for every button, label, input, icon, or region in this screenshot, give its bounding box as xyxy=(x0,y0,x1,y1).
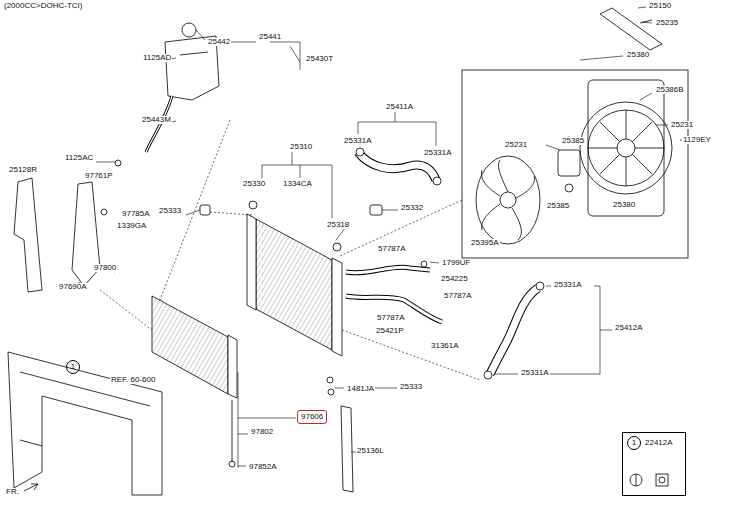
callout-number: 25318 xyxy=(326,221,350,229)
callout-number: FR. xyxy=(5,488,20,496)
callout-number: 97761P xyxy=(84,172,114,180)
callout-number: 31361A xyxy=(430,342,460,350)
callout-number: 1334CA xyxy=(282,180,313,188)
circled-number: 1 xyxy=(627,436,641,450)
callout-number: 1339GA xyxy=(116,222,147,230)
callout-number: 1799UF xyxy=(441,259,471,267)
callout-number: 97690A xyxy=(58,283,88,291)
callout-number: 97785A xyxy=(121,210,151,218)
callout-number: 57787A xyxy=(443,292,473,300)
group-frame xyxy=(462,70,688,258)
callout-number: 57787A xyxy=(376,314,406,322)
callout-number: 25385 xyxy=(561,137,585,145)
callout-number: 25331A xyxy=(553,281,583,289)
callout-number: 25421P xyxy=(375,327,405,335)
callout-number: 57787A xyxy=(377,245,407,253)
callout-number: 25150 xyxy=(648,2,672,10)
note-box: 22412A 1 xyxy=(622,432,686,496)
leader-lines xyxy=(74,7,688,468)
callout-number: 1125AC xyxy=(64,154,94,162)
callout-number: 25310 xyxy=(289,143,313,151)
radiator-support xyxy=(8,352,162,495)
callout-number: 97852A xyxy=(248,463,278,471)
callout-number: 25441 xyxy=(258,33,282,41)
callout-number: REF. 60-600 xyxy=(110,376,156,384)
callout-box: 97606 xyxy=(297,410,327,424)
callout-number: 25385 xyxy=(546,202,570,210)
callout-number: 25235 xyxy=(655,19,679,27)
callout-number: 25231 xyxy=(504,141,528,149)
callout-number: 1481JA xyxy=(346,385,375,393)
part-number: 22412A xyxy=(645,439,673,447)
callout-number: 25332 xyxy=(400,204,424,212)
callout-number: 25231 xyxy=(670,121,694,129)
callout-number: 97800 xyxy=(93,264,117,272)
callout-number: 25331A xyxy=(423,149,453,157)
radiator-core xyxy=(256,219,332,350)
callout-number: 25333 xyxy=(158,207,182,215)
callout-number: 25331A xyxy=(520,369,550,377)
condenser xyxy=(152,296,228,394)
fan-shroud xyxy=(588,80,664,216)
part-number: 97606 xyxy=(301,413,323,421)
callout-number: 1129EY xyxy=(682,136,712,144)
callout-number: 254225 xyxy=(440,275,469,283)
callout-number: 25430T xyxy=(305,55,334,63)
callout-number: (2000CC>DOHC-TCI) xyxy=(3,2,83,10)
callout-number: 97802 xyxy=(250,428,274,436)
callout-number: 25386B xyxy=(655,86,685,94)
circle-number: 1 xyxy=(71,363,75,371)
callout-number: 25411A xyxy=(385,103,414,111)
fan-blade xyxy=(476,156,540,244)
callout-number: 25330 xyxy=(242,180,266,188)
callout-number: 25380 xyxy=(612,201,636,209)
callout-number: 25128R xyxy=(8,166,38,174)
callout-number: 25395A xyxy=(470,239,500,247)
callout-number: 1125AD xyxy=(142,54,172,62)
callout-number: 25333 xyxy=(399,383,423,391)
callout-number: 25412A xyxy=(614,324,644,332)
callout-number: 25443M xyxy=(141,116,172,124)
callout-number: 25136L xyxy=(356,447,385,455)
circle-number: 1 xyxy=(632,439,636,447)
circled-number: 1 xyxy=(66,360,80,374)
callout-number: 25331A xyxy=(343,137,373,145)
callout-number: 25380 xyxy=(626,51,650,59)
callout-number: 25442 xyxy=(207,38,231,46)
